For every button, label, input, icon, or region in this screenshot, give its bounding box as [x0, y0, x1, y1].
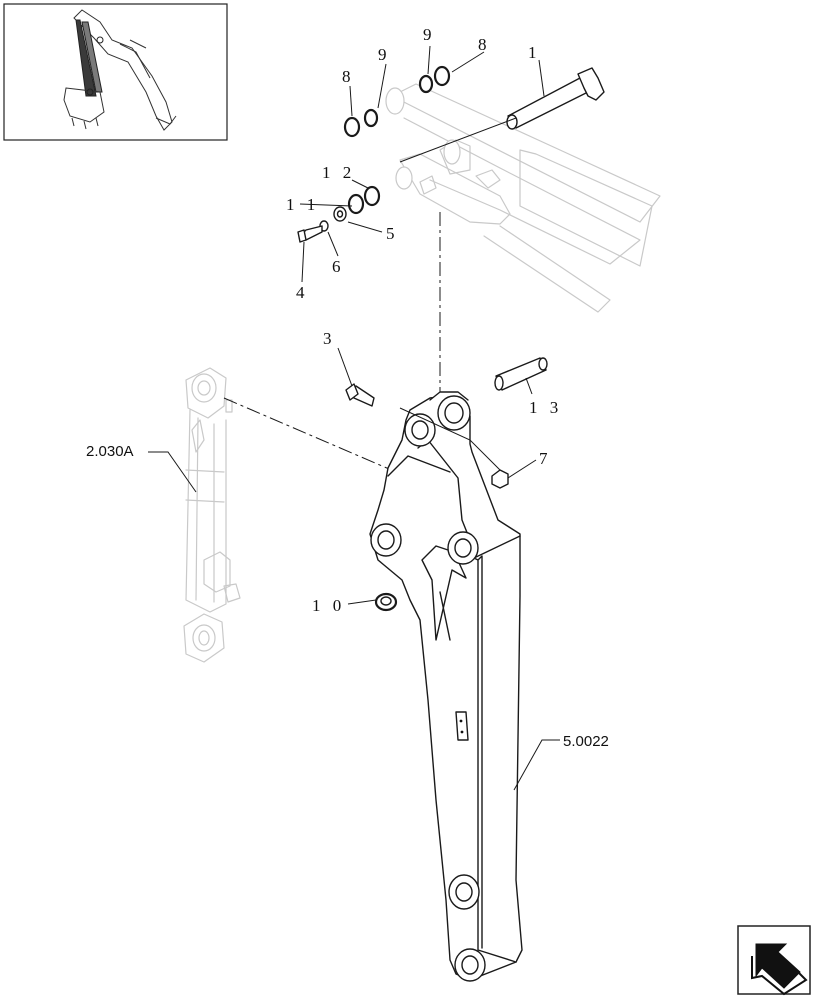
callout-3: 3	[323, 329, 336, 348]
boom-ghost	[385, 83, 661, 313]
spacer-8-right	[433, 65, 451, 87]
callout-7: 7	[539, 449, 552, 468]
callout-13: 1 3	[529, 398, 562, 417]
callout-5: 5	[386, 224, 399, 243]
page-arrow-icon	[751, 943, 808, 996]
leader-lines	[148, 45, 560, 791]
spacer-8-left	[343, 116, 361, 138]
washer-5	[333, 206, 347, 222]
callout-4: 4	[296, 283, 309, 302]
callout-12: 1 2	[322, 163, 355, 182]
callout-8-right: 8	[478, 35, 491, 54]
arm-reference-link[interactable]: 5.0022	[563, 733, 609, 750]
callout-1: 1	[528, 43, 541, 62]
callout-8-left: 8	[342, 67, 355, 86]
nut-7	[491, 469, 509, 489]
callout-11: 1 1	[286, 195, 319, 214]
assembly-centerlines	[223, 212, 441, 479]
callout-10: 1 0	[312, 596, 345, 615]
callout-9-left: 9	[378, 45, 391, 64]
bolt-4	[297, 225, 323, 243]
cylinder-ghost	[183, 367, 241, 663]
callout-9-right: 9	[423, 25, 436, 44]
callout-labels: 1 9 8 9 8 1 2 1 1 5 6 4 3 1 3 7 1 0	[286, 25, 562, 615]
spacer-10	[374, 592, 398, 612]
bolt-3	[345, 383, 375, 407]
excavator-arm-thumbnail-icon	[63, 9, 177, 131]
overview-thumbnail[interactable]	[3, 3, 228, 141]
cylinder-reference-link[interactable]: 2.030A	[86, 443, 134, 460]
pin-1	[506, 67, 605, 130]
spacer-9-left	[363, 108, 379, 128]
page-arrow-button[interactable]	[737, 925, 811, 996]
pin-13	[494, 357, 548, 391]
spacer-9-right	[418, 74, 434, 94]
washer-12	[347, 185, 381, 215]
callout-6: 6	[332, 257, 345, 276]
arm-part	[369, 391, 523, 982]
